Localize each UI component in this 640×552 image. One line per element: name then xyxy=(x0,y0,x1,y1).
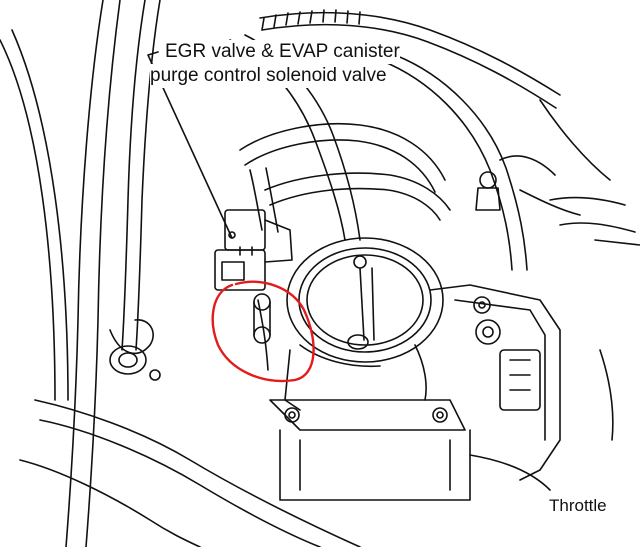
hoses xyxy=(239,122,581,233)
highlight-circle xyxy=(211,280,315,383)
solenoid-valve xyxy=(214,209,293,291)
callout-leader-line xyxy=(147,51,233,239)
egr-label-line1: EGR valve & EVAP canister xyxy=(165,40,400,64)
right-pipes xyxy=(539,99,640,441)
throttle-housing xyxy=(253,284,561,501)
throttle-label: Throttle xyxy=(549,494,607,518)
throttle-body xyxy=(284,237,444,411)
egr-label-line2: purge control solenoid valve xyxy=(150,64,387,88)
